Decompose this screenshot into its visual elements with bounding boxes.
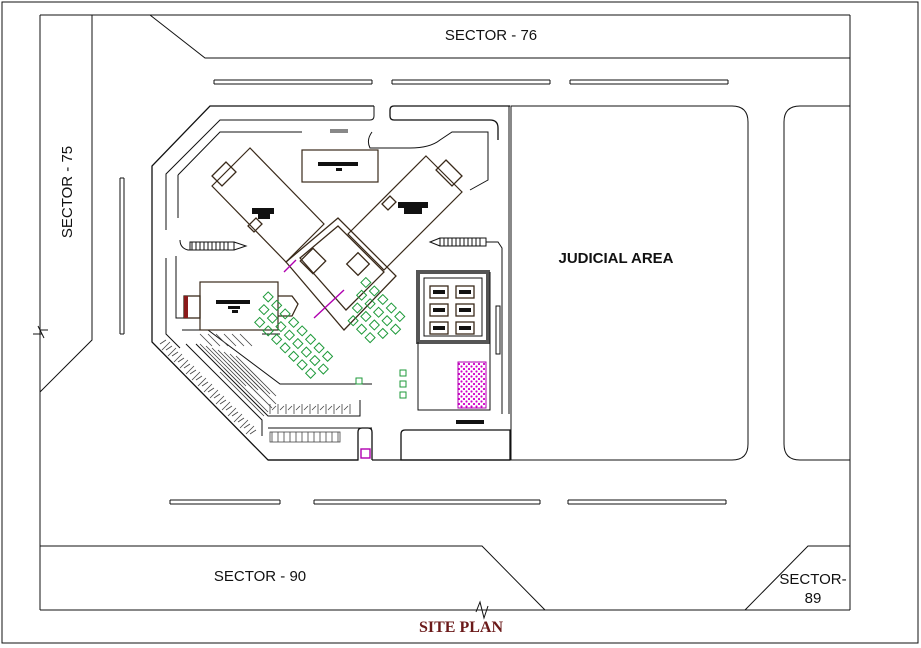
parking-diagonal-west bbox=[159, 339, 257, 435]
road-frame bbox=[39, 14, 851, 611]
hatched-service-area bbox=[457, 361, 487, 409]
median-bottom-1 bbox=[169, 499, 281, 505]
sector-89-block bbox=[744, 545, 850, 611]
landscape-planters bbox=[254, 276, 407, 399]
building-link-corridor bbox=[283, 217, 397, 331]
guard-room bbox=[360, 448, 371, 459]
building-central-block bbox=[301, 149, 379, 183]
gate-bar bbox=[456, 420, 484, 424]
court-courtyard-block bbox=[416, 270, 501, 411]
median-bottom-2 bbox=[313, 499, 541, 505]
median-top-1 bbox=[213, 79, 373, 85]
sector-90-label: SECTOR - 90 bbox=[214, 568, 306, 585]
stair-block-ne bbox=[398, 202, 428, 214]
road-medians bbox=[119, 79, 729, 505]
break-symbol-bottom bbox=[475, 600, 489, 620]
court-hall-units bbox=[429, 285, 475, 335]
drawing-title: SITE PLAN bbox=[419, 619, 503, 636]
ramp-east bbox=[428, 237, 503, 414]
judicial-area-label: JUDICIAL AREA bbox=[558, 250, 673, 267]
sector-75-block bbox=[39, 15, 93, 393]
judicial-area-plot bbox=[510, 105, 749, 461]
building-wing-north-east bbox=[347, 155, 463, 271]
median-bottom-3 bbox=[567, 499, 727, 505]
sector-89-upper-plot bbox=[783, 105, 850, 461]
median-left bbox=[119, 177, 125, 335]
sector-89-label-line1: SECTOR- bbox=[779, 571, 846, 588]
sector-89-label-line2: 89 bbox=[805, 590, 822, 607]
stair-block-nw bbox=[252, 208, 274, 219]
parking-diagonal-inner bbox=[199, 333, 277, 417]
sector-90-block bbox=[40, 545, 546, 611]
median-top-2 bbox=[391, 79, 551, 85]
parking-row-south bbox=[269, 404, 351, 443]
internal-roads bbox=[165, 106, 489, 436]
median-top-3 bbox=[569, 79, 729, 85]
ramp-west bbox=[189, 241, 248, 251]
sector-76-block bbox=[149, 14, 850, 59]
break-symbol-left bbox=[33, 325, 48, 339]
sector-76-label: SECTOR - 76 bbox=[445, 27, 537, 44]
sector-75-label: SECTOR - 75 bbox=[59, 146, 76, 238]
